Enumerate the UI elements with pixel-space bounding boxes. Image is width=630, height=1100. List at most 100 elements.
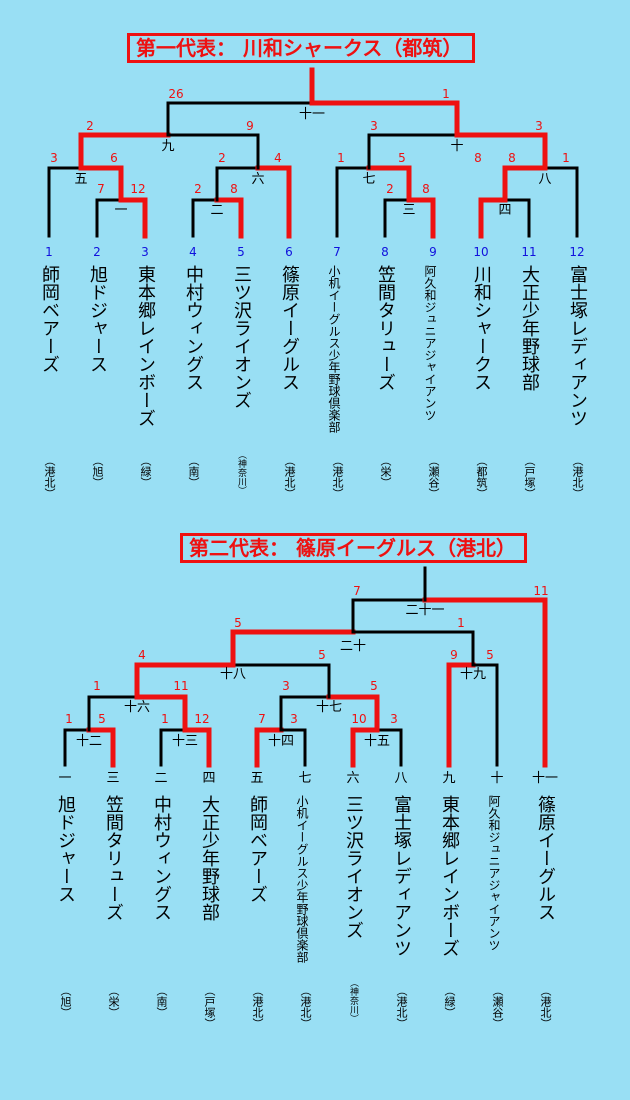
team-area: （瀬谷） [427, 455, 440, 499]
score-label: 4 [138, 648, 146, 662]
bracket-line [134, 694, 188, 733]
seed-number: 8 [381, 245, 389, 259]
seed-number: 6 [285, 245, 293, 259]
bracket-line [231, 663, 331, 699]
team-area: （緑） [443, 985, 456, 1018]
team-name: 三ツ沢ライオンズ [343, 795, 364, 939]
score-label: 1 [93, 679, 101, 693]
bracket-line [47, 166, 83, 238]
team-name: 阿久和ジュニアジャイアンツ [487, 795, 501, 951]
score-label: 1 [161, 712, 169, 726]
game-number: 十五 [364, 734, 390, 749]
seed-number: 11 [521, 245, 536, 259]
seed-number: 12 [569, 245, 584, 259]
game-number: 十 [450, 139, 463, 154]
seed-number: 四 [202, 771, 215, 786]
bracket-line [406, 197, 436, 239]
seed-number: 1 [45, 245, 53, 259]
team-name: 師岡ベアーズ [39, 265, 60, 373]
bracket-line [255, 165, 292, 239]
team-area: （港北） [539, 985, 552, 1029]
game-number: 十一 [299, 107, 325, 122]
seed-number: 五 [250, 771, 263, 786]
score-label: 26 [168, 87, 183, 101]
score-label: 1 [562, 151, 570, 165]
score-label: 2 [386, 182, 394, 196]
score-label: 5 [234, 616, 242, 630]
score-label: 8 [422, 182, 430, 196]
seed-number: 10 [473, 245, 488, 259]
seed-number: 2 [93, 245, 101, 259]
team-area: （瀬谷） [491, 985, 504, 1029]
game-number: 一 [114, 203, 127, 218]
game-number: 十二 [76, 734, 102, 749]
bracket-line [471, 663, 499, 767]
score-label: 7 [258, 712, 266, 726]
game-number: 十七 [316, 700, 342, 715]
score-label: 11 [173, 679, 188, 693]
seed-number: 9 [429, 245, 437, 259]
team-name: 篠原イーグルス [535, 795, 556, 921]
bracket-line [503, 198, 531, 238]
game-number: 十九 [460, 667, 486, 682]
seed-number: 八 [394, 771, 407, 786]
team-name: 篠原イーグルス [279, 265, 300, 391]
bracket-line [166, 101, 314, 137]
score-label: 12 [194, 712, 209, 726]
team-area: （戸塚） [523, 455, 536, 499]
team-name: 富士塚レディアンツ [567, 265, 588, 427]
score-label: 3 [535, 119, 543, 133]
seed-number: 一 [58, 771, 71, 786]
team-name: 三ツ沢ライオンズ [231, 265, 252, 409]
bracket-line [383, 198, 411, 238]
team-name: 笠間タリューズ [375, 265, 396, 391]
bracket-line [63, 728, 91, 767]
team-name: 阿久和ジュニアジャイアンツ [423, 265, 437, 421]
team-area: （港北） [331, 455, 344, 499]
score-label: 1 [442, 87, 450, 101]
score-label: 5 [370, 679, 378, 693]
bracket-line [166, 133, 260, 170]
bracket-line [95, 198, 123, 238]
seed-number: 二 [154, 771, 167, 786]
bracket-line [326, 694, 380, 733]
team-name: 小机イーグルス少年野球倶楽部 [295, 795, 309, 963]
team-area: （栄） [379, 455, 392, 488]
team-area: （緑） [139, 455, 152, 488]
score-label: 5 [486, 648, 494, 662]
seed-number: 3 [141, 245, 149, 259]
score-label: 11 [533, 584, 548, 598]
bracket-line [502, 165, 548, 203]
team-name: 大正少年野球部 [519, 265, 540, 391]
bracket-line [86, 727, 116, 768]
seed-number: 4 [189, 245, 197, 259]
seed-number: 七 [298, 771, 311, 786]
score-label: 2 [218, 151, 226, 165]
bracket-line [214, 197, 244, 239]
score-label: 1 [65, 712, 73, 726]
bracket-line [134, 662, 236, 700]
score-label: 3 [390, 712, 398, 726]
score-label: 5 [318, 648, 326, 662]
score-label: 1 [457, 616, 465, 630]
bracket-line [446, 662, 476, 768]
score-label: 7 [97, 182, 105, 196]
team-area: （港北） [299, 985, 312, 1029]
bracket-line [422, 597, 548, 768]
team-area: （旭） [91, 455, 104, 488]
bracket-line [375, 728, 403, 767]
score-label: 8 [230, 182, 238, 196]
game-number: 十三 [172, 734, 198, 749]
score-label: 9 [450, 648, 458, 662]
seed-number: 三 [106, 771, 119, 786]
section2-title: 第二代表： 篠原イーグルス（港北） [180, 533, 527, 563]
score-label: 2 [194, 182, 202, 196]
bracket-line [279, 728, 307, 767]
team-name: 東本郷レインボーズ [439, 795, 460, 957]
seed-number: 十一 [532, 771, 558, 786]
game-number: 二 [210, 203, 223, 218]
team-area: （港北） [251, 985, 264, 1029]
bracket-line [78, 165, 124, 203]
team-name: 笠間タリューズ [103, 795, 124, 921]
